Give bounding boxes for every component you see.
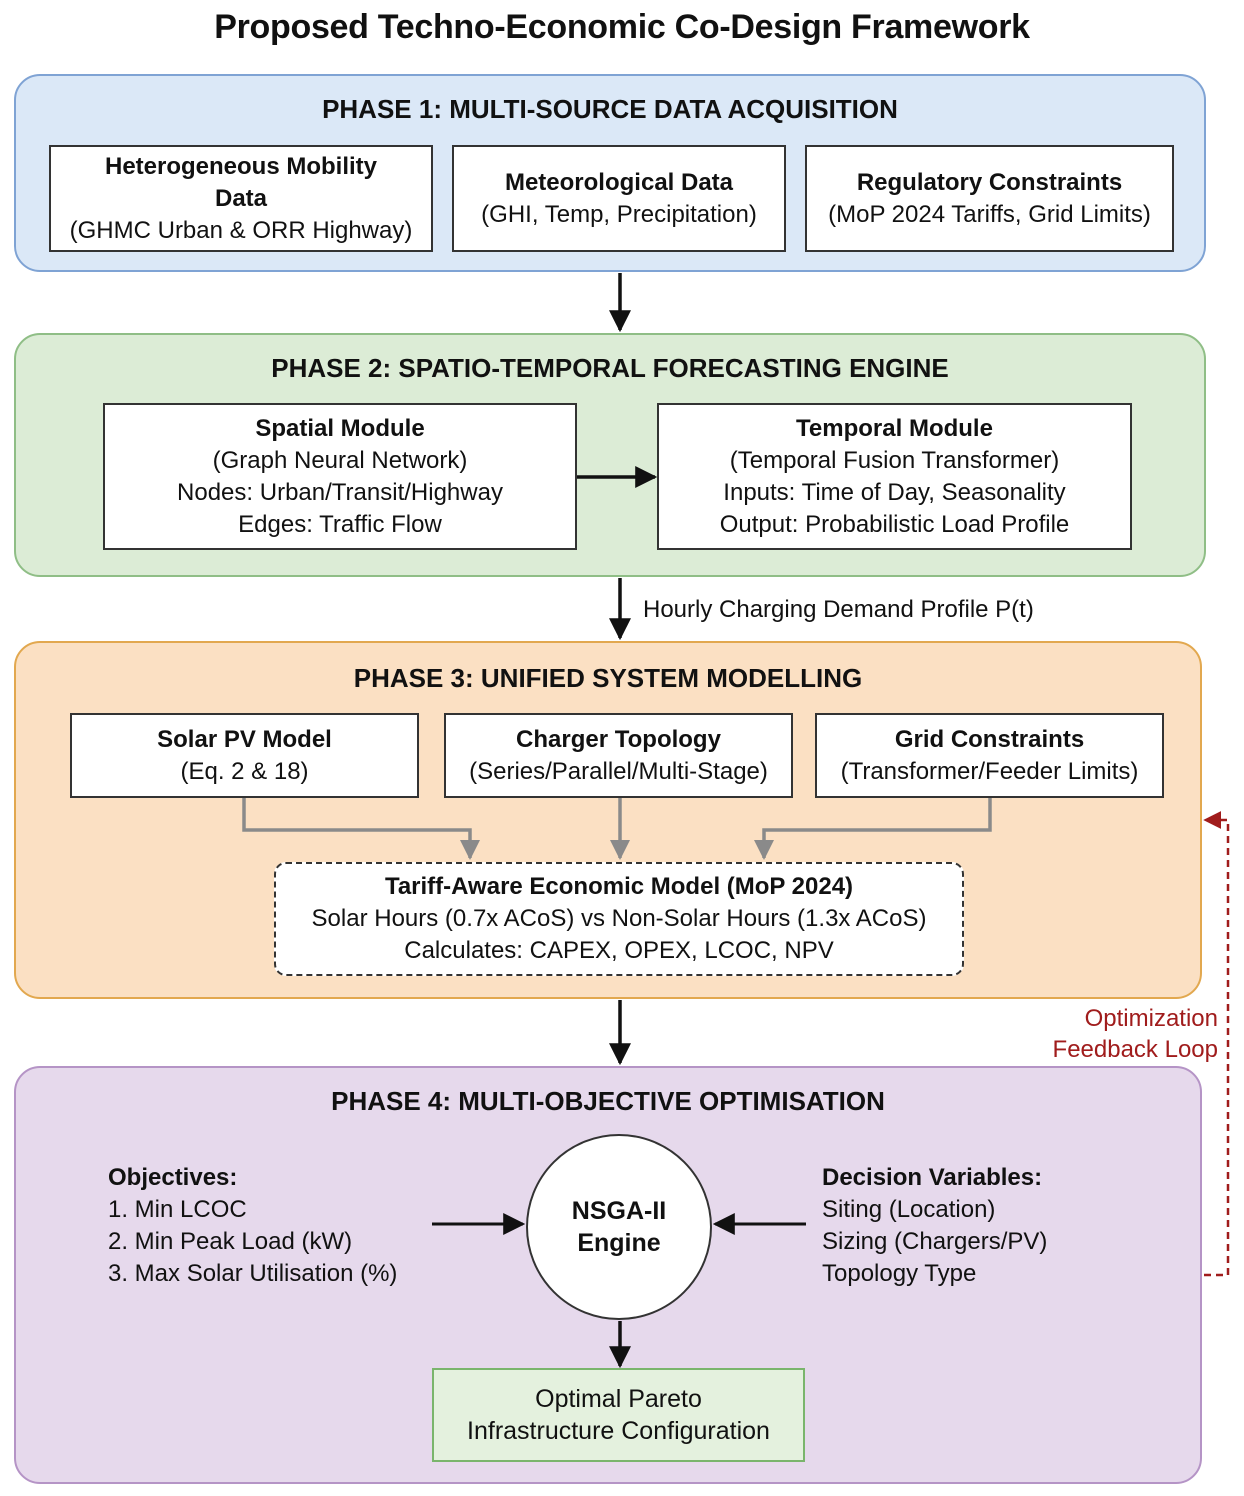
economic-model-line-2: Calculates: CAPEX, OPEX, LCOC, NPV: [404, 937, 834, 964]
temporal-module-line-1: (Temporal Fusion Transformer): [729, 446, 1060, 474]
decision-variable-item: Sizing (Chargers/PV): [822, 1228, 1048, 1255]
grid-constraints-detail: (Transformer/Feeder Limits): [840, 757, 1139, 785]
mobility-data-detail: (GHMC Urban & ORR Highway): [69, 216, 413, 244]
meteorological-data-box: Meteorological Data (GHI, Temp, Precipit…: [452, 145, 786, 252]
phase-4-title: PHASE 4: MULTI-OBJECTIVE OPTIMISATION: [331, 1086, 885, 1116]
economic-model-line-1: Solar Hours (0.7x ACoS) vs Non-Solar Hou…: [311, 905, 927, 932]
regulatory-constraints-box: Regulatory Constraints (MoP 2024 Tariffs…: [805, 145, 1174, 252]
regulatory-constraints-detail: (MoP 2024 Tariffs, Grid Limits): [828, 200, 1151, 228]
solar-pv-model-detail: (Eq. 2 & 18): [180, 757, 309, 785]
temporal-module-box: Temporal Module (Temporal Fusion Transfo…: [657, 403, 1132, 550]
spatial-module-line-2: Nodes: Urban/Transit/Highway: [177, 478, 503, 506]
pareto-result-line-1: Optimal Pareto: [535, 1385, 702, 1413]
temporal-module-heading: Temporal Module: [796, 414, 993, 442]
decision-variable-item: Siting (Location): [822, 1196, 996, 1223]
economic-model-heading: Tariff-Aware Economic Model (MoP 2024): [384, 873, 854, 900]
meteorological-data-detail: (GHI, Temp, Precipitation): [481, 200, 757, 228]
demand-profile-label: Hourly Charging Demand Profile P(t): [643, 596, 1034, 623]
phase-2-title: PHASE 2: SPATIO-TEMPORAL FORECASTING ENG…: [271, 353, 949, 383]
spatial-module-heading: Spatial Module: [255, 414, 425, 442]
phase-1-title: PHASE 1: MULTI-SOURCE DATA ACQUISITION: [322, 94, 898, 124]
solar-pv-model-box: Solar PV Model (Eq. 2 & 18): [70, 713, 419, 798]
temporal-module-line-3: Output: Probabilistic Load Profile: [719, 510, 1070, 538]
temporal-module-line-2: Inputs: Time of Day, Seasonality: [723, 478, 1066, 506]
decision-variables-list: Decision Variables: Siting (Location) Si…: [822, 1162, 1047, 1290]
charger-topology-detail: (Series/Parallel/Multi-Stage): [469, 757, 768, 785]
pareto-result-line-2: Infrastructure Configuration: [467, 1417, 770, 1445]
objective-item: 3. Max Solar Utilisation (%): [108, 1260, 398, 1287]
mobility-data-heading-1: Heterogeneous Mobility: [104, 152, 378, 180]
economic-model-box: Tariff-Aware Economic Model (MoP 2024) S…: [274, 862, 964, 976]
page-title: Proposed Techno-Economic Co-Design Frame…: [214, 8, 1030, 46]
objective-item: 1. Min LCOC: [108, 1196, 247, 1223]
engine-line-2: Engine: [577, 1229, 661, 1257]
meteorological-data-heading: Meteorological Data: [504, 168, 734, 196]
charger-topology-heading: Charger Topology: [516, 725, 721, 753]
objective-item: 2. Min Peak Load (kW): [108, 1228, 353, 1255]
grid-constraints-box: Grid Constraints (Transformer/Feeder Lim…: [815, 713, 1164, 798]
decision-variable-item: Topology Type: [822, 1260, 977, 1287]
spatial-module-line-3: Edges: Traffic Flow: [238, 510, 442, 538]
decision-variables-heading: Decision Variables:: [822, 1164, 1043, 1191]
nsga-engine-circle: NSGA-II Engine: [526, 1134, 712, 1320]
regulatory-constraints-heading: Regulatory Constraints: [856, 168, 1123, 196]
mobility-data-heading-2: Data: [214, 184, 268, 212]
solar-pv-model-heading: Solar PV Model: [157, 725, 332, 753]
charger-topology-box: Charger Topology (Series/Parallel/Multi-…: [444, 713, 793, 798]
objectives-list: Objectives: 1. Min LCOC 2. Min Peak Load…: [108, 1162, 397, 1290]
spatial-module-line-1: (Graph Neural Network): [212, 446, 468, 474]
spatial-module-box: Spatial Module (Graph Neural Network) No…: [103, 403, 577, 550]
objectives-heading: Objectives:: [108, 1164, 238, 1191]
feedback-loop-label: Optimization Feedback Loop: [1000, 1003, 1218, 1065]
grid-constraints-heading: Grid Constraints: [894, 725, 1085, 753]
mobility-data-box: Heterogeneous Mobility Data (GHMC Urban …: [49, 145, 433, 252]
phase-3-title: PHASE 3: UNIFIED SYSTEM MODELLING: [353, 663, 863, 693]
pareto-result-box: Optimal Pareto Infrastructure Configurat…: [432, 1368, 805, 1462]
engine-line-1: NSGA-II: [571, 1197, 667, 1225]
feedback-loop-label-2: Feedback Loop: [1052, 1036, 1218, 1063]
feedback-loop-label-1: Optimization: [1084, 1005, 1218, 1032]
